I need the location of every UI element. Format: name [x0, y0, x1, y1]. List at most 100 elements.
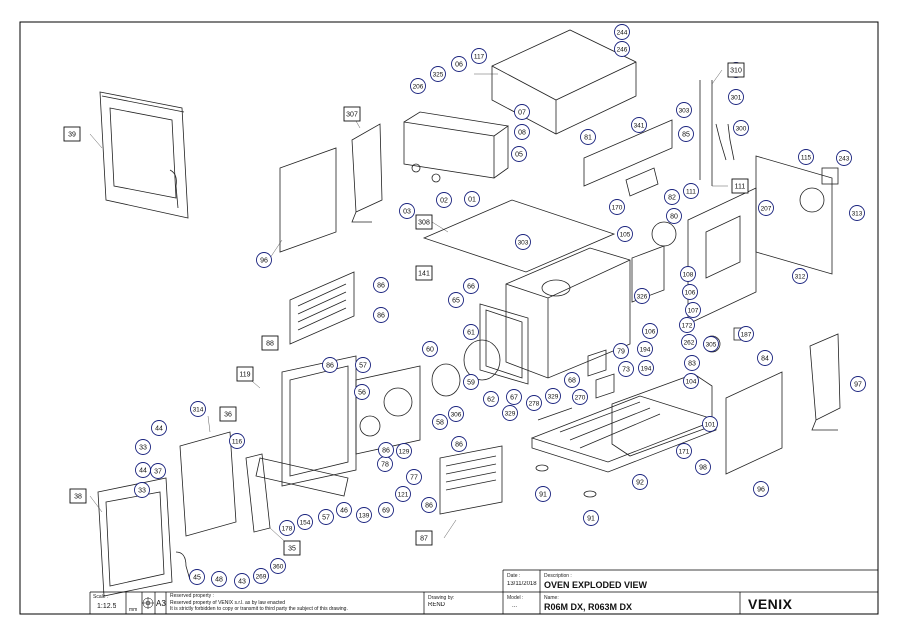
- callout-round-3: 06: [451, 56, 467, 72]
- callout-label: 305: [706, 342, 717, 349]
- callout-label: 269: [256, 574, 267, 581]
- callout-round-28: 303: [515, 234, 531, 250]
- callout-round-79: 33: [135, 439, 151, 455]
- callout-round-85: 43: [234, 573, 250, 589]
- callout-label: 117: [474, 54, 485, 61]
- callout-round-12: 81: [580, 129, 596, 145]
- callout-round-14: 303: [676, 102, 692, 118]
- callout-label: 270: [575, 395, 586, 402]
- callout-round-15: 85: [678, 126, 694, 142]
- callout-round-55: 326: [634, 288, 650, 304]
- callout-box-2: 308: [415, 214, 433, 230]
- date-label: Date :: [507, 573, 521, 579]
- callout-label: 206: [413, 84, 424, 91]
- callout-round-67: 56: [354, 384, 370, 400]
- callout-label: 262: [684, 340, 695, 347]
- callout-layer: 2442461170632520607080501020381341303858…: [63, 24, 866, 589]
- callout-label: 194: [640, 347, 651, 354]
- callout-box-11: 111: [731, 178, 749, 194]
- scale-value: 1:12.5: [97, 603, 117, 610]
- callout-label: 116: [232, 439, 243, 446]
- callout-label: 02: [440, 198, 448, 205]
- callout-label: 88: [266, 341, 274, 348]
- callout-label: 86: [377, 313, 385, 320]
- callout-box-3: 141: [415, 265, 433, 281]
- callout-label: 314: [193, 407, 204, 414]
- description-value: OVEN EXPLODED VIEW: [544, 580, 648, 590]
- callout-label: 68: [568, 378, 576, 385]
- callout-round-13: 341: [631, 117, 647, 133]
- callout-round-1: 246: [614, 41, 630, 57]
- callout-box-5: 36: [219, 406, 237, 422]
- callout-label: 107: [688, 308, 699, 315]
- callout-label: 77: [410, 475, 418, 482]
- callout-label: 341: [634, 123, 645, 130]
- callout-round-66: 57: [355, 357, 371, 373]
- callout-round-89: 154: [297, 514, 313, 530]
- callout-label: 303: [518, 240, 529, 247]
- callout-label: 91: [539, 492, 547, 499]
- callout-box-7: 87: [415, 530, 433, 546]
- reserved-line-1: Reserved property of VENIX s.r.l. as by …: [170, 600, 286, 606]
- callout-label: 312: [795, 274, 806, 281]
- callout-box-4: 88: [261, 335, 279, 351]
- callout-label: 48: [215, 577, 223, 584]
- callout-box-6: 38: [69, 488, 87, 504]
- callout-round-80: 37: [150, 463, 166, 479]
- callout-round-29: 105: [617, 226, 633, 242]
- callout-round-35: 194: [637, 341, 653, 357]
- callout-label: 37: [154, 469, 162, 476]
- callout-label: 57: [359, 363, 367, 370]
- callout-round-53: 73: [618, 361, 634, 377]
- callout-round-96: 78: [377, 456, 393, 472]
- callout-label: 111: [735, 184, 746, 191]
- callout-label: 111: [686, 189, 696, 196]
- callout-round-70: 86: [373, 307, 389, 323]
- callout-label: 101: [705, 422, 716, 429]
- callout-label: 313: [852, 211, 863, 218]
- callout-round-22: 115: [798, 149, 814, 165]
- callout-label: 187: [741, 332, 752, 339]
- callout-label: 03: [403, 209, 411, 216]
- callout-round-36: 262: [681, 334, 697, 350]
- callout-round-92: 139: [356, 507, 372, 523]
- callout-round-34: 172: [679, 317, 695, 333]
- callout-label: 194: [641, 366, 652, 373]
- callout-label: 05: [515, 152, 523, 159]
- callout-round-2: 117: [471, 48, 487, 64]
- drawing-by-value: REND: [428, 602, 446, 608]
- callout-round-91: 46: [336, 502, 352, 518]
- callout-round-76: 97: [850, 376, 866, 392]
- callout-label: 307: [346, 112, 358, 119]
- title-block-lines: [89, 569, 878, 614]
- callout-round-0: 244: [614, 24, 630, 40]
- callout-label: 43: [238, 579, 246, 586]
- callout-round-27: 80: [666, 208, 682, 224]
- callout-label: 329: [505, 411, 516, 418]
- callout-label: 84: [761, 356, 769, 363]
- callout-label: 65: [452, 298, 460, 305]
- callout-round-40: 84: [757, 350, 773, 366]
- callout-label: 44: [139, 468, 147, 475]
- callout-label: 171: [679, 449, 690, 456]
- callout-label: 98: [699, 465, 707, 472]
- callout-round-6: 07: [514, 104, 530, 120]
- callout-box-1: 307: [343, 106, 361, 122]
- callout-round-49: 329: [545, 388, 561, 404]
- callout-round-98: 116: [229, 433, 245, 449]
- callout-label: 78: [381, 462, 389, 469]
- callout-round-43: 101: [702, 416, 718, 432]
- callout-label: 79: [617, 349, 625, 356]
- callout-label: 80: [670, 214, 678, 221]
- brand-logo: VENIX: [748, 596, 793, 612]
- callout-label: 129: [399, 449, 410, 456]
- callout-label: 86: [377, 283, 385, 290]
- callout-label: 45: [193, 575, 201, 582]
- callout-round-56: 66: [463, 278, 479, 294]
- callout-round-94: 121: [395, 486, 411, 502]
- callout-round-11: 03: [399, 203, 415, 219]
- callout-label: 170: [612, 205, 623, 212]
- callout-label: 46: [340, 508, 348, 515]
- callout-label: 308: [418, 220, 430, 227]
- callout-round-72: 86: [451, 436, 467, 452]
